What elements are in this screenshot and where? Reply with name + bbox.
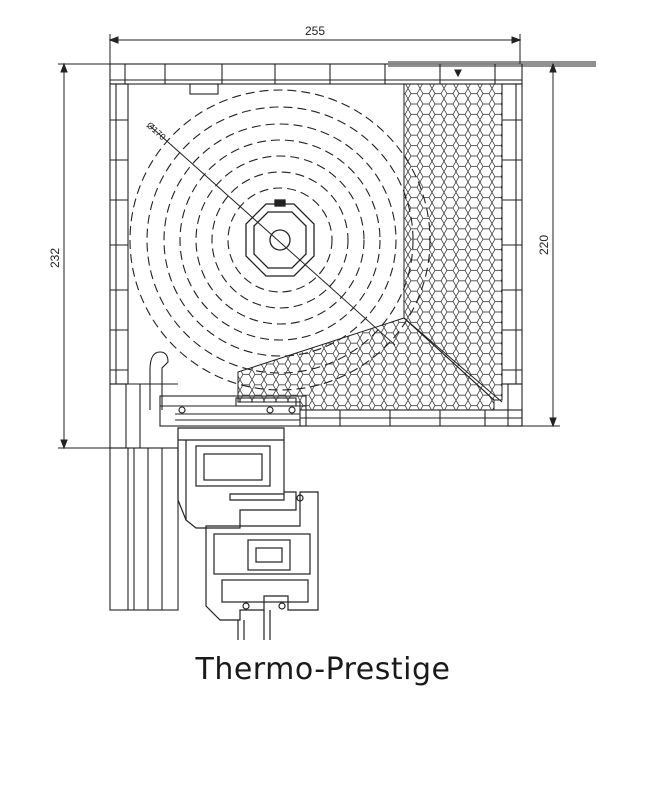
guide-rail	[109, 351, 179, 611]
dimension-height-outer-label: 232	[48, 248, 62, 268]
window-frame-profile	[177, 427, 297, 529]
roller-shaft	[245, 199, 315, 277]
drawing-title: Thermo-Prestige	[195, 652, 451, 687]
shutter-roll	[129, 89, 431, 391]
dimension-height-outer	[58, 62, 112, 450]
dimension-height-inner	[520, 62, 596, 428]
dimension-width	[108, 34, 522, 64]
box-bottom-rail	[159, 395, 307, 427]
sash-profile	[205, 491, 319, 640]
insulation-right	[403, 83, 503, 401]
insulation-bottom	[237, 317, 495, 411]
dimension-height-inner-label: 220	[537, 235, 551, 255]
roll-diameter-line	[149, 125, 396, 346]
insulation-diagonal	[403, 317, 503, 403]
dimension-width-label: 255	[305, 24, 325, 38]
